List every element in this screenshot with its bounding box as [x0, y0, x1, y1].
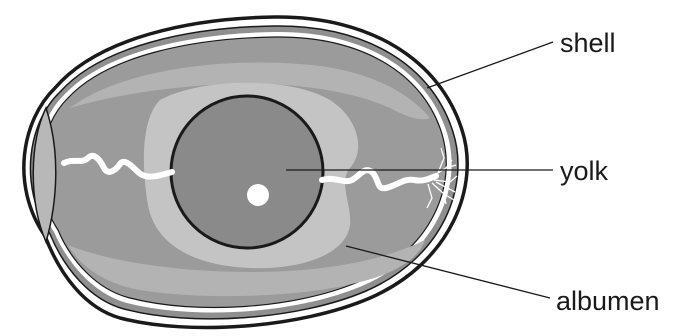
yolk [171, 96, 323, 248]
shell-label: shell [560, 30, 616, 57]
yolk-label: yolk [560, 158, 608, 185]
albumen-label: albumen [556, 288, 660, 315]
shell-leader-line [427, 42, 553, 88]
germinal-disc [247, 184, 269, 206]
